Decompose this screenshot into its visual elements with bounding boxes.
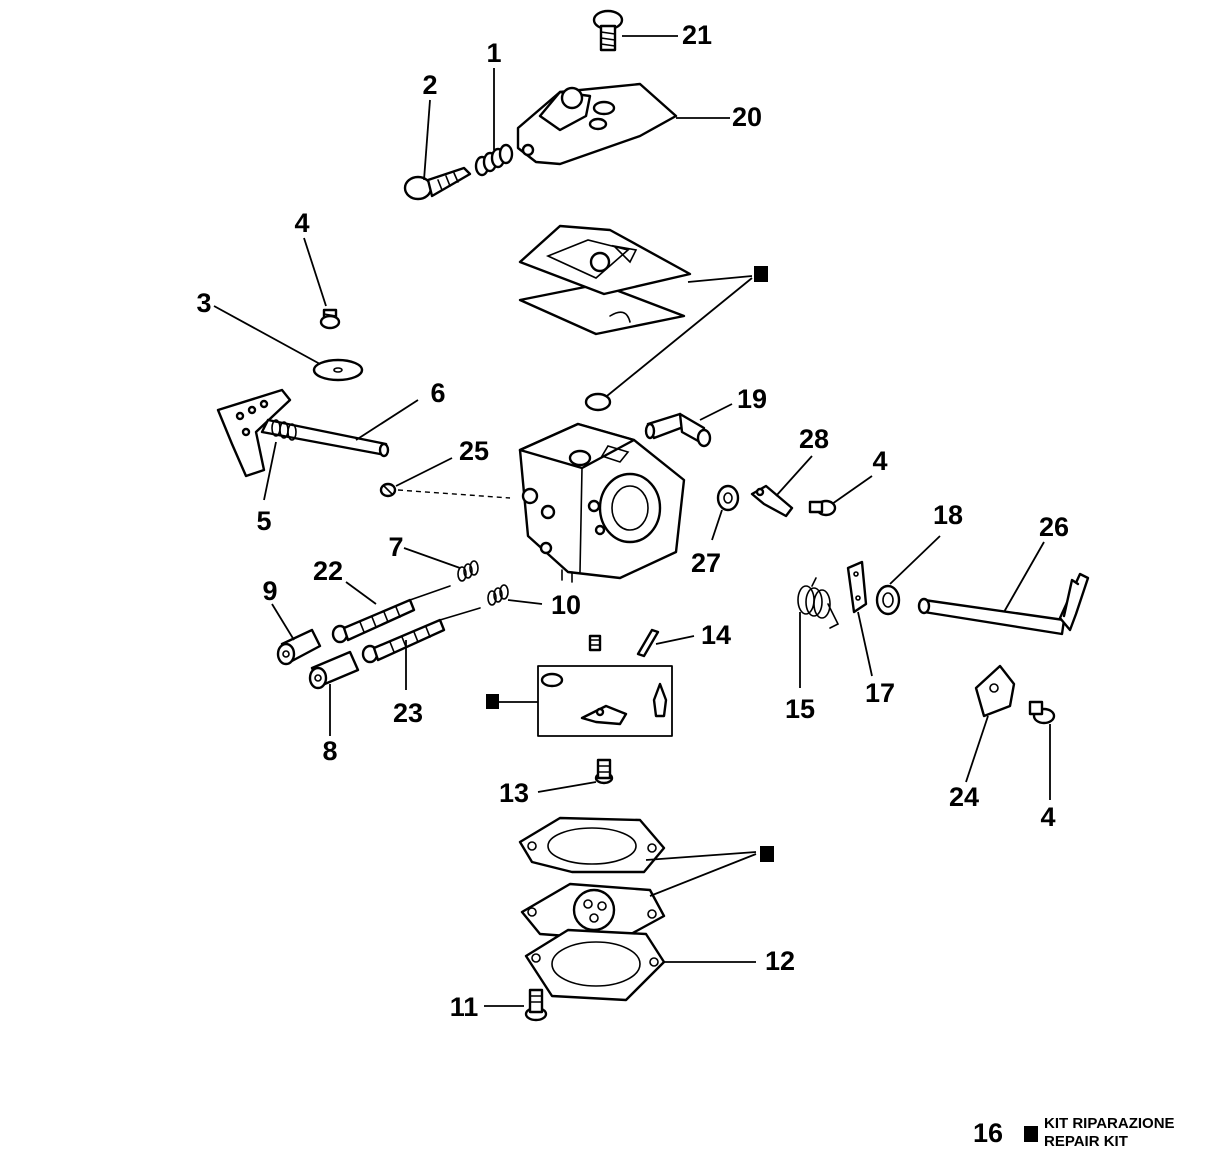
callout-1: 1 (486, 38, 501, 68)
part-20-pump-cover (516, 82, 678, 166)
callout-3: 3 (196, 288, 211, 318)
leader-4b (831, 475, 873, 505)
part-19-fuel-fitting (644, 412, 712, 448)
leader-9 (271, 603, 295, 641)
kit-marker-box (486, 694, 499, 709)
part-23-needle (361, 607, 481, 664)
part-5-throttle-spring (271, 419, 297, 441)
callout-27: 27 (691, 548, 721, 578)
part-small-spring (588, 634, 602, 652)
leader-22 (345, 581, 377, 605)
leader-kit-bottom-b (649, 853, 757, 897)
callout-7: 7 (388, 532, 403, 562)
callout-24: 24 (949, 782, 979, 812)
callout-18: 18 (933, 500, 963, 530)
leader-27 (711, 509, 723, 541)
kit-marker-top (754, 266, 768, 282)
part-6-throttle-shaft (216, 388, 390, 478)
part-upper-gaskets (518, 224, 692, 336)
part-28-lever (750, 484, 794, 518)
legend-page-number: 16 (973, 1118, 1003, 1148)
callout-11: 11 (450, 992, 479, 1022)
part-17-plate (846, 560, 868, 614)
leader-5 (263, 441, 277, 501)
leader-13 (537, 781, 597, 793)
callout-21: 21 (682, 20, 712, 50)
part-24-choke-plate (974, 664, 1016, 718)
leader-3 (213, 305, 321, 365)
part-12-cover-plate (524, 928, 666, 1002)
callout-23: 23 (393, 698, 423, 728)
part-needle-kit-box (537, 665, 673, 737)
part-strainer (584, 392, 612, 412)
callout-2: 2 (422, 70, 437, 100)
leader-14 (655, 635, 695, 645)
callout-6: 6 (430, 378, 445, 408)
callout-15: 15 (785, 694, 815, 724)
part-1-spring (474, 143, 514, 177)
part-7-spring (457, 560, 479, 582)
part-15-spring (797, 577, 840, 629)
leader-6 (355, 399, 419, 441)
leader-19 (699, 403, 733, 421)
part-11-screw (524, 988, 548, 1022)
callout-9: 9 (262, 576, 277, 606)
callout-12: 12 (765, 946, 795, 976)
part-lower-gaskets (518, 816, 666, 942)
callout-17: 17 (865, 678, 895, 708)
leader-kit-bottom-a (645, 851, 757, 861)
dashed-25 (397, 489, 511, 499)
callout-5: 5 (256, 506, 271, 536)
part-9-limiter-cap (276, 628, 322, 666)
legend-kit-marker (1024, 1126, 1038, 1142)
callout-8: 8 (322, 736, 337, 766)
callout-20: 20 (732, 102, 762, 132)
leader-kit-top-a (687, 275, 753, 283)
part-27-bushing (716, 484, 740, 512)
leader-7 (403, 547, 461, 569)
leader-kit-top-b (601, 277, 753, 401)
leader-2 (423, 99, 431, 181)
part-21-screw (592, 9, 624, 52)
part-22-needle (331, 585, 451, 644)
leader-17 (857, 611, 873, 677)
part-4b-screw (808, 499, 837, 517)
part-14-pin (636, 628, 660, 658)
callout-10: 10 (551, 590, 581, 620)
part-13-screw (594, 758, 614, 785)
callout-22: 22 (313, 556, 343, 586)
leader-10 (507, 599, 543, 605)
leader-4a (303, 237, 327, 307)
part-25-screw (379, 482, 397, 498)
legend-kit-label-en: REPAIR KIT (1044, 1133, 1128, 1150)
leader-25 (395, 457, 453, 487)
callout-26: 26 (1039, 512, 1069, 542)
legend-kit-label-it: KIT RIPARAZIONE (1044, 1115, 1175, 1132)
part-4a-screw (319, 308, 341, 330)
callout-19: 19 (737, 384, 767, 414)
part-10-spring (487, 584, 509, 606)
leader-26 (1003, 541, 1045, 613)
callout-28: 28 (799, 424, 829, 454)
part-carburetor-body (518, 422, 686, 583)
callout-25: 25 (459, 436, 489, 466)
kit-marker-bottom (760, 846, 774, 862)
part-8-limiter-cap (308, 650, 360, 690)
callout-4a: 4 (294, 208, 309, 238)
part-2-adjust-screw (403, 166, 472, 201)
leader-28 (775, 455, 813, 497)
callout-13: 13 (499, 778, 529, 808)
legend: 16 KIT RIPARAZIONE REPAIR KIT (973, 1115, 1175, 1150)
callout-4c: 4 (1040, 802, 1055, 832)
part-3-washer (312, 358, 364, 382)
callout-14: 14 (701, 620, 731, 650)
leader-24 (965, 715, 989, 783)
leader-18 (889, 535, 941, 585)
part-4c-screw (1028, 700, 1056, 725)
part-26-choke-shaft (917, 572, 1090, 636)
part-18-bushing (875, 584, 901, 616)
callout-4b: 4 (872, 446, 887, 476)
